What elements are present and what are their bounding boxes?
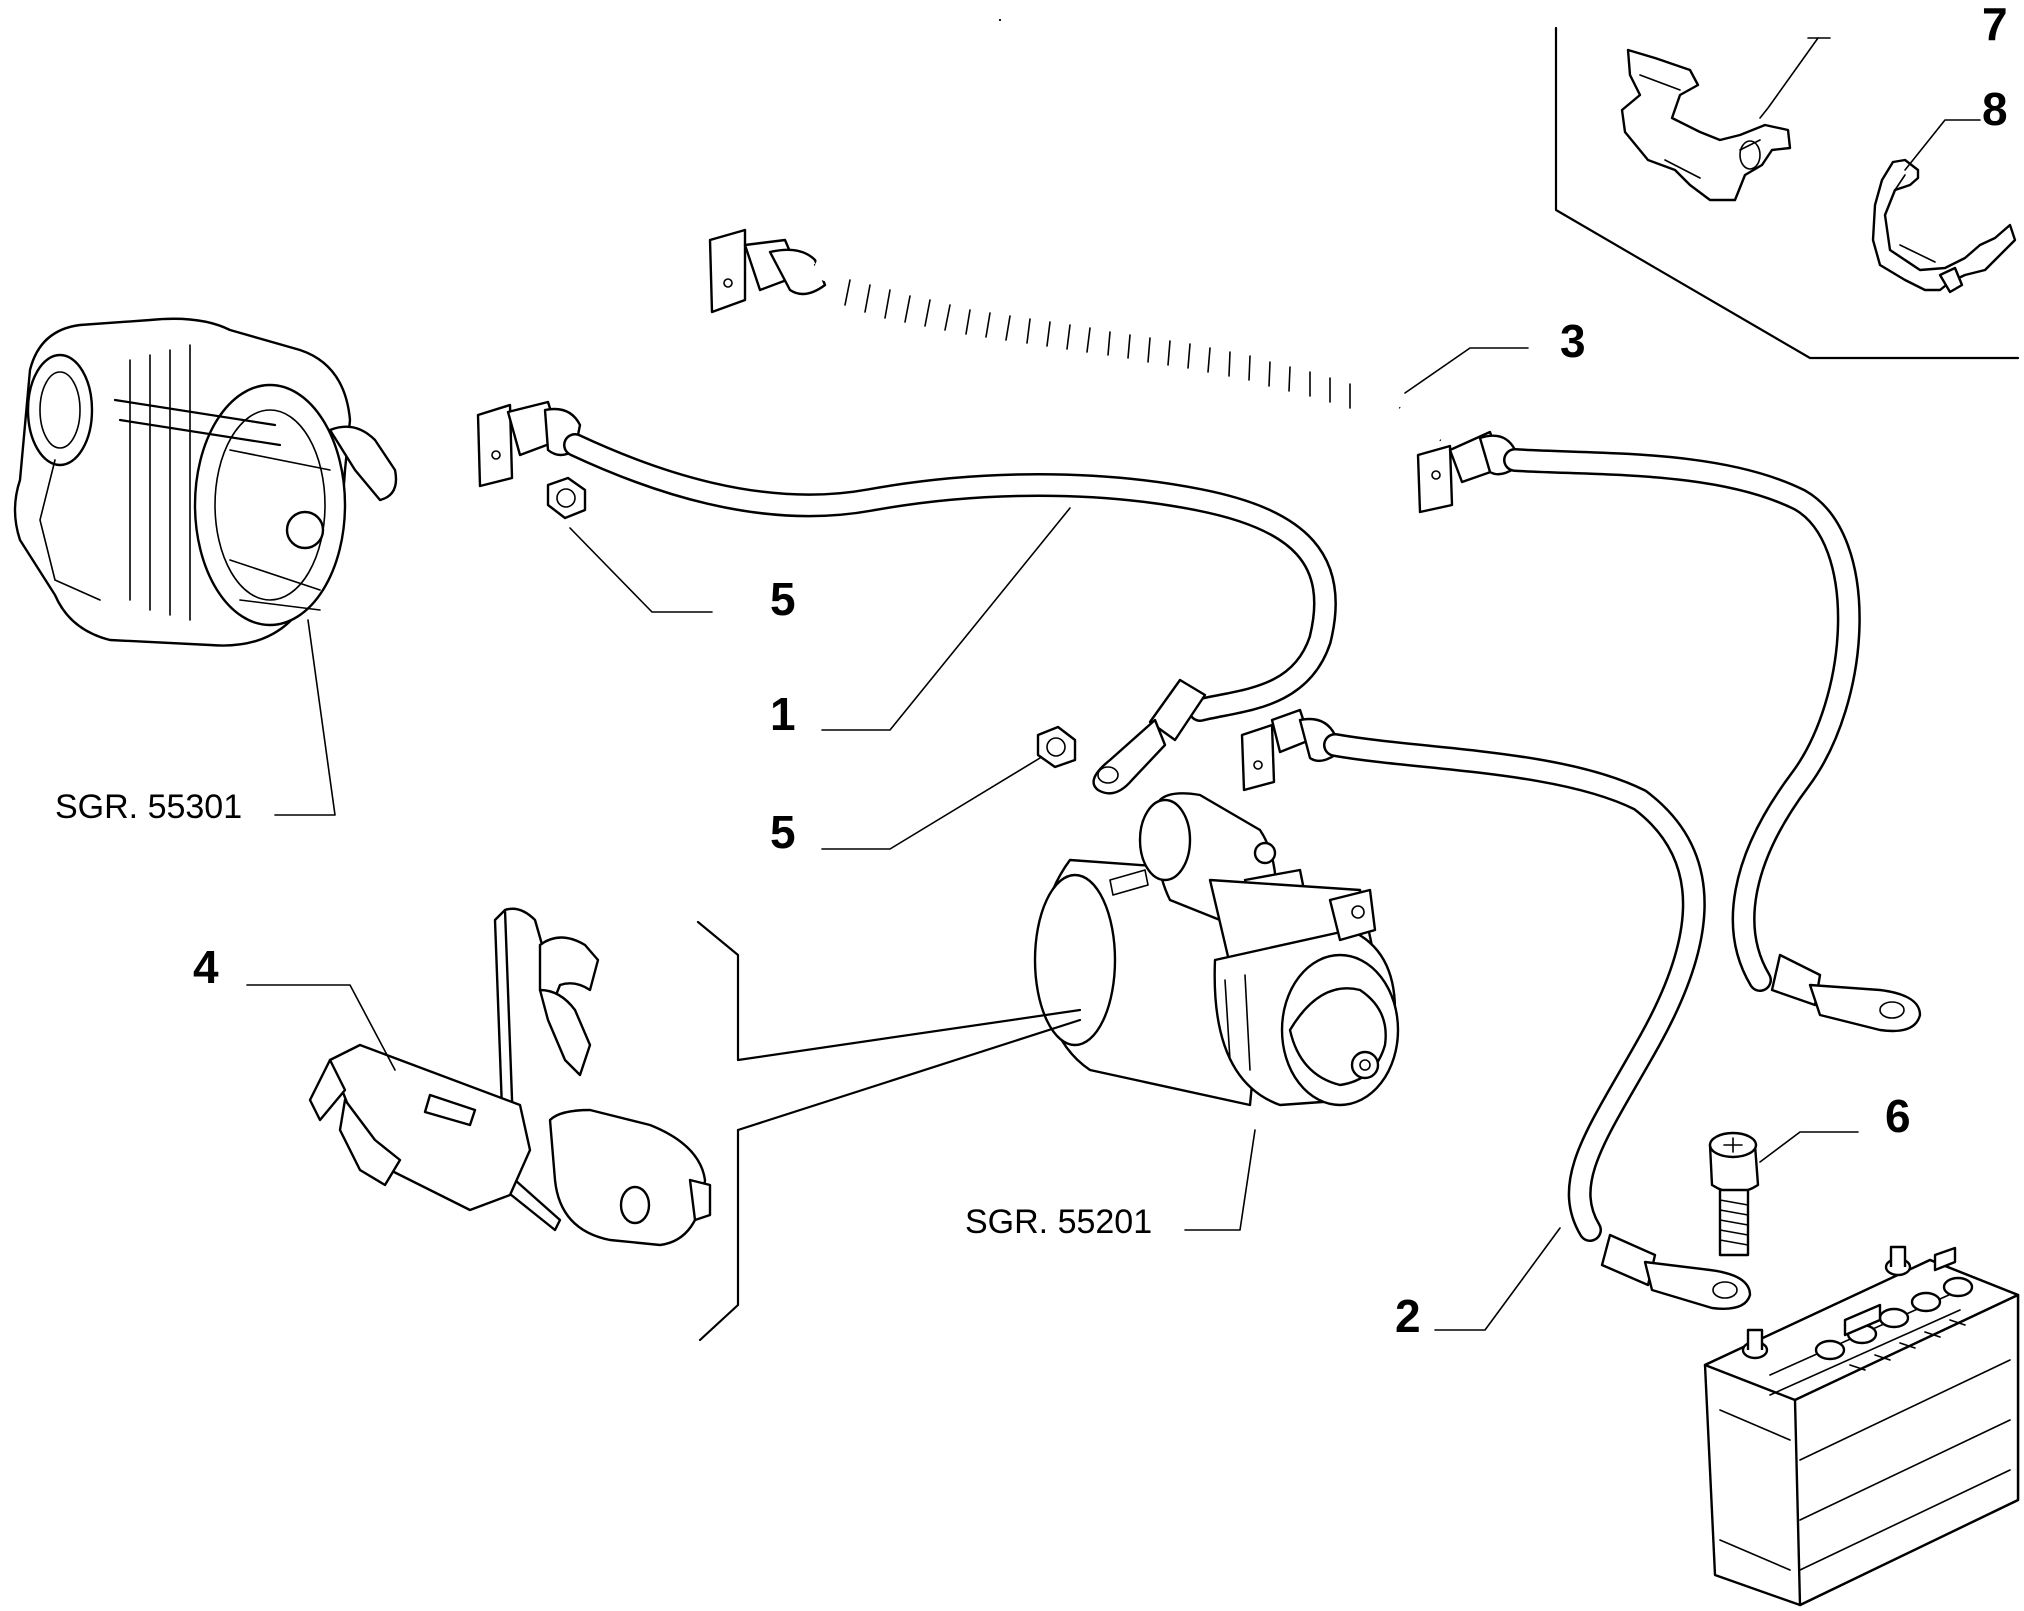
callout-4: 4 [193,941,219,993]
callout-5-upper: 5 [770,573,796,625]
callout-8: 8 [1982,83,2008,135]
starter-motor [1033,792,1400,1107]
clip-7 [1620,48,1792,202]
callout-3: 3 [1560,315,1586,367]
callout-7: 7 [1982,0,2008,50]
cable-3 [708,228,1922,1033]
nut-5-lower [1036,725,1077,769]
battery [1703,1245,2020,1607]
alternator [13,317,398,647]
clip-8 [1871,158,2017,294]
nut-5-upper [546,476,587,520]
callout-2: 2 [1395,1290,1421,1342]
callout-6: 6 [1885,1090,1911,1142]
reference-labels: SGR. 55301 SGR. 55201 [55,788,1152,1241]
cable-2 [1240,708,1752,1310]
bolt-6 [1708,1131,1760,1257]
battery-vent-caps [1814,1276,1974,1361]
leader-lines [246,18,1981,1342]
inset-frame [1554,26,2020,360]
callout-labels: 1 2 3 4 5 5 6 7 8 [193,0,2008,1342]
bracket-4 [308,907,712,1247]
starter-reference: SGR. 55201 [965,1203,1152,1241]
alternator-reference: SGR. 55301 [55,788,242,826]
callout-1: 1 [770,688,796,740]
callout-5-lower: 5 [770,806,796,858]
cable-1 [476,400,1337,795]
